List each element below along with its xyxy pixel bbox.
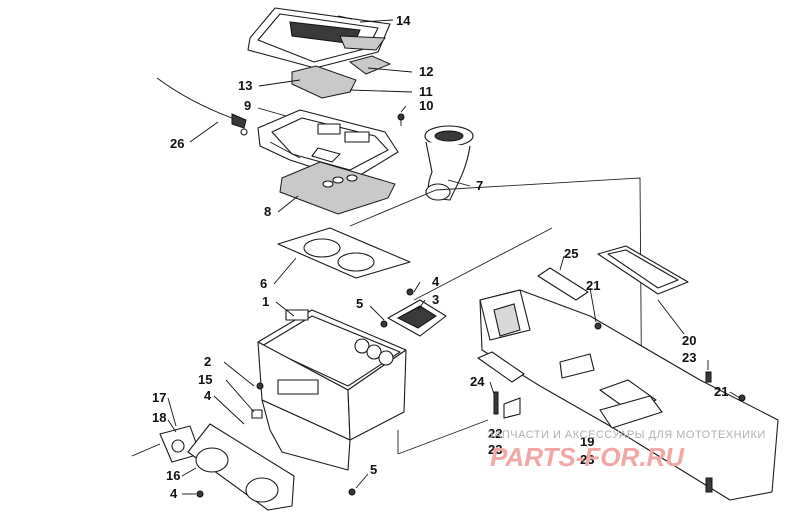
callout-22[interactable]: 22	[488, 426, 502, 441]
watermark: ЗАПЧАСТИ И АКСЕССУАРЫ ДЛЯ МОТОТЕХНИКИ PA…	[487, 429, 766, 472]
callout-4a[interactable]: 4	[432, 274, 440, 289]
callout-2[interactable]: 2	[204, 354, 211, 369]
callout-15[interactable]: 15	[198, 372, 212, 387]
callout-1[interactable]: 1	[262, 294, 269, 309]
watermark-logo: PARTS-FOR.RU	[490, 442, 685, 472]
callout-23b[interactable]: 23	[488, 442, 502, 457]
callout-26[interactable]: 26	[170, 136, 184, 151]
console-duct[interactable]	[479, 289, 779, 501]
part-26-hose[interactable]	[156, 77, 248, 136]
part-15-clamp[interactable]	[251, 409, 263, 419]
callout-7[interactable]: 7	[476, 178, 483, 193]
callout-23c[interactable]: 23	[580, 452, 594, 467]
part-9-tray[interactable]	[257, 109, 399, 181]
callout-9[interactable]: 9	[244, 98, 251, 113]
callout-5a[interactable]: 5	[356, 296, 363, 311]
part-4-fastener[interactable]	[196, 288, 414, 498]
part-21-clip[interactable]	[594, 322, 746, 402]
part-8-filter[interactable]	[279, 161, 396, 215]
part-3-flange[interactable]	[387, 299, 447, 337]
part-25-plate[interactable]	[537, 267, 589, 301]
part-6-gasket[interactable]	[277, 227, 411, 279]
part-14-lid[interactable]	[247, 7, 391, 69]
part-20-frame[interactable]	[597, 245, 689, 295]
callout-14[interactable]: 14	[396, 13, 411, 28]
callout-13[interactable]: 13	[238, 78, 252, 93]
callout-12[interactable]: 12	[419, 64, 433, 79]
part-5-fastener[interactable]	[348, 320, 388, 496]
part-22-fastener[interactable]	[493, 391, 521, 419]
callout-4b[interactable]: 4	[204, 388, 212, 403]
part-12-filter[interactable]	[348, 55, 392, 75]
part-10-screw[interactable]	[397, 113, 405, 126]
part-7-boot[interactable]	[424, 125, 474, 201]
callout-10[interactable]: 10	[419, 98, 433, 113]
part-1-airbox[interactable]	[257, 309, 407, 471]
part-16-duct[interactable]	[187, 423, 295, 511]
callout-25[interactable]: 25	[564, 246, 578, 261]
callout-24[interactable]: 24	[470, 374, 485, 389]
leader-lines	[167, 19, 741, 495]
callout-6[interactable]: 6	[260, 276, 267, 291]
callout-3[interactable]: 3	[432, 292, 439, 307]
callout-4c[interactable]: 4	[170, 486, 178, 501]
callout-21a[interactable]: 21	[586, 278, 600, 293]
callout-17[interactable]: 17	[152, 390, 166, 405]
part-24-bracket[interactable]	[477, 351, 525, 383]
callout-11[interactable]: 11	[419, 84, 433, 99]
assembly-guides	[349, 177, 643, 455]
part-17-bolt[interactable]	[131, 443, 161, 457]
callout-19[interactable]: 19	[580, 434, 594, 449]
callout-21b[interactable]: 21	[714, 384, 728, 399]
part-23-screw[interactable]	[705, 371, 713, 493]
part-2-screw[interactable]	[256, 382, 264, 390]
callout-23a[interactable]: 23	[682, 350, 696, 365]
callout-8[interactable]: 8	[264, 204, 271, 219]
callout-16[interactable]: 16	[166, 468, 180, 483]
callout-labels: 14 12 13 11 9 10 26 7 8 6 4 3 1 5 25 21 …	[152, 13, 728, 501]
watermark-tagline: ЗАПЧАСТИ И АКСЕССУАРЫ ДЛЯ МОТОТЕХНИКИ	[487, 429, 766, 441]
callout-18[interactable]: 18	[152, 410, 166, 425]
part-11-filter[interactable]	[291, 65, 357, 99]
callout-5b[interactable]: 5	[370, 462, 377, 477]
callout-20[interactable]: 20	[682, 333, 696, 348]
